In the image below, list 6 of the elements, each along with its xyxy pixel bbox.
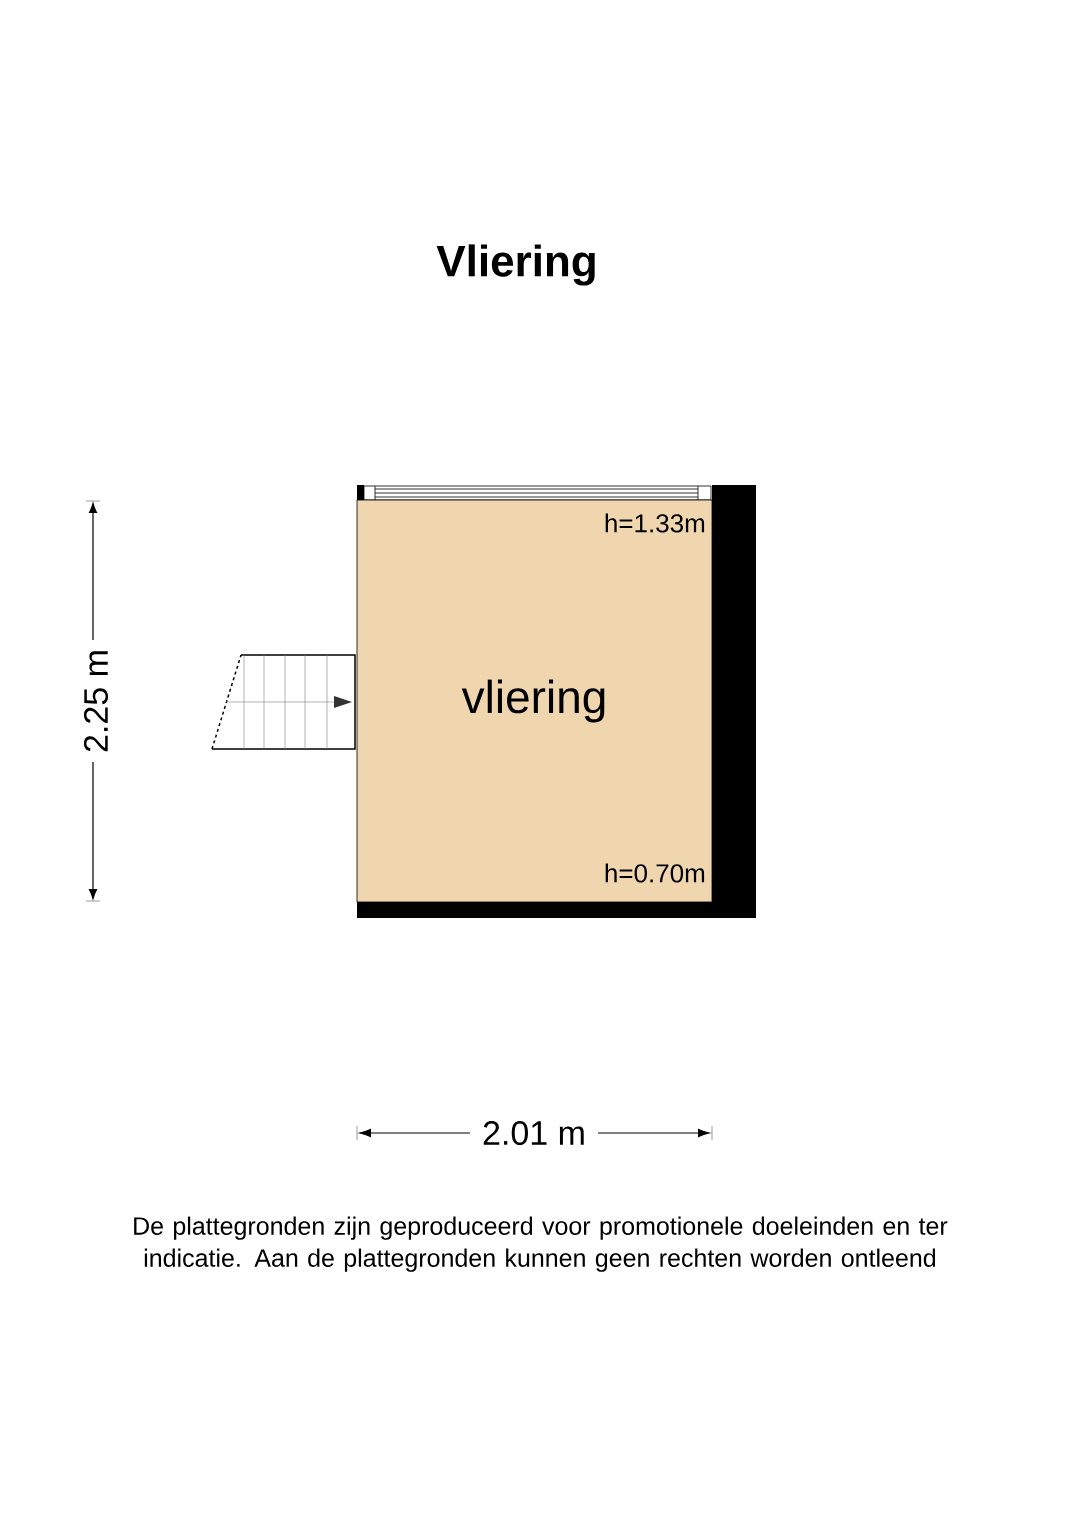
disclaimer-text: De plattegronden zijn geproduceerd voor promotionele doeleinden en ter indicatie. Aan de plattegronden kunnen geen rechten worden ontleend: [134, 1216, 948, 1272]
dimension-label: 2.25 m: [83, 651, 109, 752]
room-height-label: h=0.70m: [605, 863, 705, 883]
dimension-label: 2.01 m: [483, 1120, 584, 1146]
title: Vliering: [436, 244, 595, 286]
room-height-label: h=1.33m: [605, 513, 705, 533]
